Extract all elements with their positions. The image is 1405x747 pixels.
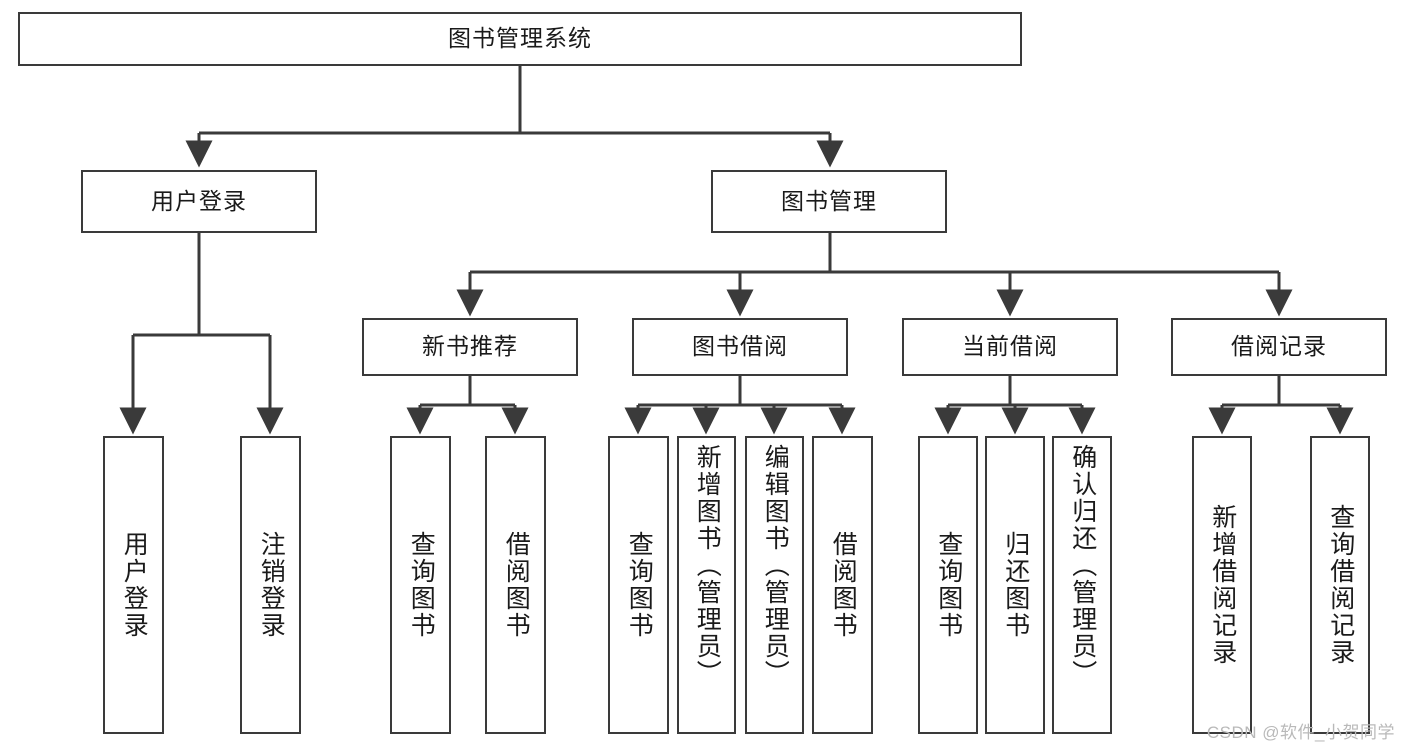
node-leaf-query-record-label: 查询借阅记录 xyxy=(1326,504,1355,666)
node-leaf-add-record-label: 新增借阅记录 xyxy=(1208,504,1237,666)
node-leaf-confirm-return-label: 确认归还（管理员） xyxy=(1068,444,1097,687)
node-root[interactable]: 图书管理系统 xyxy=(18,12,1022,66)
node-leaf-borrow-book-1[interactable]: 借阅图书 xyxy=(485,436,546,734)
node-leaf-edit-book-label: 编辑图书（管理员） xyxy=(761,444,790,687)
node-leaf-return-book[interactable]: 归还图书 xyxy=(985,436,1045,734)
node-leaf-query-book-2-label: 查询图书 xyxy=(625,531,654,639)
node-root-label: 图书管理系统 xyxy=(448,25,592,52)
node-book-manage[interactable]: 图书管理 xyxy=(711,170,947,233)
node-leaf-edit-book[interactable]: 编辑图书（管理员） xyxy=(745,436,804,734)
node-leaf-borrow-book-2[interactable]: 借阅图书 xyxy=(812,436,873,734)
node-leaf-user-logout-label: 注销登录 xyxy=(257,531,286,639)
node-leaf-borrow-book-1-label: 借阅图书 xyxy=(502,531,531,639)
node-leaf-add-book-label: 新增图书（管理员） xyxy=(693,444,722,687)
node-borrow-record[interactable]: 借阅记录 xyxy=(1171,318,1387,376)
node-book-borrow[interactable]: 图书借阅 xyxy=(632,318,848,376)
node-leaf-return-book-label: 归还图书 xyxy=(1001,531,1030,639)
node-leaf-user-login[interactable]: 用户登录 xyxy=(103,436,164,734)
node-user-login[interactable]: 用户登录 xyxy=(81,170,317,233)
node-current-borrow-label: 当前借阅 xyxy=(962,333,1058,360)
node-leaf-add-book[interactable]: 新增图书（管理员） xyxy=(677,436,736,734)
node-user-login-label: 用户登录 xyxy=(151,187,247,214)
node-new-book-recommend-label: 新书推荐 xyxy=(422,333,518,360)
node-leaf-query-book-1-label: 查询图书 xyxy=(407,531,436,639)
node-leaf-query-book-3[interactable]: 查询图书 xyxy=(918,436,978,734)
node-leaf-query-book-2[interactable]: 查询图书 xyxy=(608,436,669,734)
node-leaf-user-login-label: 用户登录 xyxy=(120,531,149,639)
node-leaf-query-book-1[interactable]: 查询图书 xyxy=(390,436,451,734)
watermark-text: CSDN @软件_小贺同学 xyxy=(1206,723,1395,742)
node-book-borrow-label: 图书借阅 xyxy=(692,333,788,360)
node-book-manage-label: 图书管理 xyxy=(781,187,877,214)
node-leaf-borrow-book-2-label: 借阅图书 xyxy=(829,531,858,639)
node-new-book-recommend[interactable]: 新书推荐 xyxy=(362,318,578,376)
node-leaf-query-book-3-label: 查询图书 xyxy=(934,531,963,639)
node-current-borrow[interactable]: 当前借阅 xyxy=(902,318,1118,376)
node-leaf-confirm-return[interactable]: 确认归还（管理员） xyxy=(1052,436,1112,734)
node-leaf-query-record[interactable]: 查询借阅记录 xyxy=(1310,436,1370,734)
node-borrow-record-label: 借阅记录 xyxy=(1231,333,1327,360)
node-leaf-add-record[interactable]: 新增借阅记录 xyxy=(1192,436,1252,734)
node-leaf-user-logout[interactable]: 注销登录 xyxy=(240,436,301,734)
